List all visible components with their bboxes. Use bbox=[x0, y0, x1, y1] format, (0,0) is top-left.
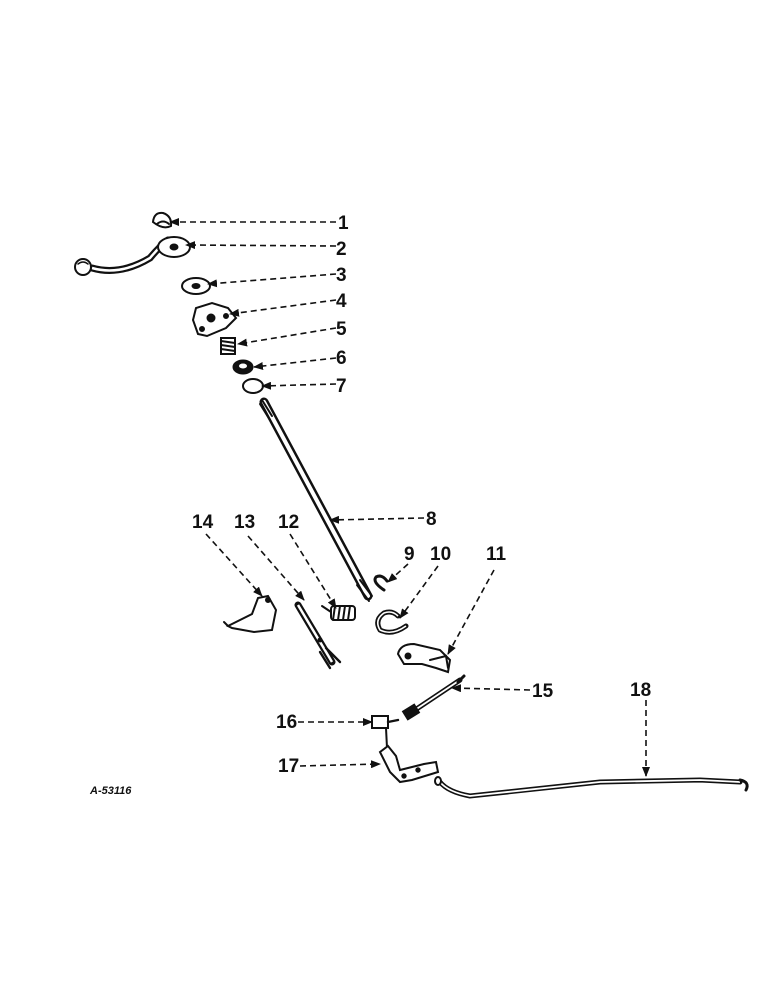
part-3-washer bbox=[181, 277, 211, 295]
callout-12: 12 bbox=[278, 512, 299, 533]
leader-2 bbox=[185, 241, 337, 250]
leader-17 bbox=[299, 760, 381, 769]
leader-6 bbox=[253, 357, 337, 370]
callout-5: 5 bbox=[336, 319, 347, 340]
leader-8 bbox=[329, 515, 425, 524]
callout-3: 3 bbox=[336, 265, 347, 286]
part-6-nut bbox=[232, 359, 254, 375]
callout-10: 10 bbox=[430, 544, 451, 565]
callout-8: 8 bbox=[426, 509, 437, 530]
part-15-link-rod bbox=[401, 674, 466, 721]
callout-1: 1 bbox=[338, 213, 349, 234]
callout-16: 16 bbox=[276, 712, 297, 733]
callout-15: 15 bbox=[532, 681, 554, 702]
part-2-shift-lever bbox=[74, 236, 191, 276]
leader-15 bbox=[451, 684, 531, 693]
part-10-hook bbox=[375, 609, 409, 635]
leader-4 bbox=[229, 299, 337, 317]
part-9-clip bbox=[373, 574, 389, 592]
leader-9 bbox=[387, 563, 409, 583]
leader-lines bbox=[169, 218, 650, 777]
callout-6: 6 bbox=[336, 348, 347, 369]
part-18-long-rod bbox=[434, 776, 749, 799]
leader-5 bbox=[237, 327, 337, 347]
leader-11 bbox=[447, 569, 495, 655]
part-5-spring bbox=[220, 337, 236, 355]
callout-9: 9 bbox=[404, 544, 415, 565]
leader-3 bbox=[207, 273, 337, 288]
callout-17: 17 bbox=[278, 756, 299, 777]
leader-14 bbox=[205, 533, 263, 597]
callout-7: 7 bbox=[336, 376, 347, 397]
part-4-plate bbox=[191, 301, 238, 338]
leader-7 bbox=[261, 381, 337, 390]
part-16-pivot bbox=[371, 715, 400, 754]
callout-11: 11 bbox=[486, 544, 507, 565]
part-1-knob-cap bbox=[151, 211, 173, 229]
part-12-spring bbox=[321, 605, 356, 621]
callout-2: 2 bbox=[336, 239, 347, 260]
leader-12 bbox=[289, 533, 337, 609]
part-13-fork-rod bbox=[294, 601, 342, 670]
callout-14: 14 bbox=[192, 512, 214, 533]
callout-4: 4 bbox=[336, 291, 347, 312]
part-11-bellcrank bbox=[396, 642, 452, 674]
callout-labels: 1 2 3 4 5 6 7 8 9 10 11 12 13 14 15 16 1… bbox=[192, 213, 651, 777]
part-14-bracket bbox=[223, 594, 278, 634]
callout-13: 13 bbox=[234, 512, 255, 533]
leader-13 bbox=[247, 535, 305, 601]
part-7-ring bbox=[242, 378, 264, 394]
part-8-shaft bbox=[259, 397, 373, 602]
part-17-bracket bbox=[378, 744, 440, 784]
figure-reference-code: A-53116 bbox=[89, 785, 132, 797]
callout-18: 18 bbox=[630, 680, 651, 701]
leader-10 bbox=[399, 565, 439, 619]
